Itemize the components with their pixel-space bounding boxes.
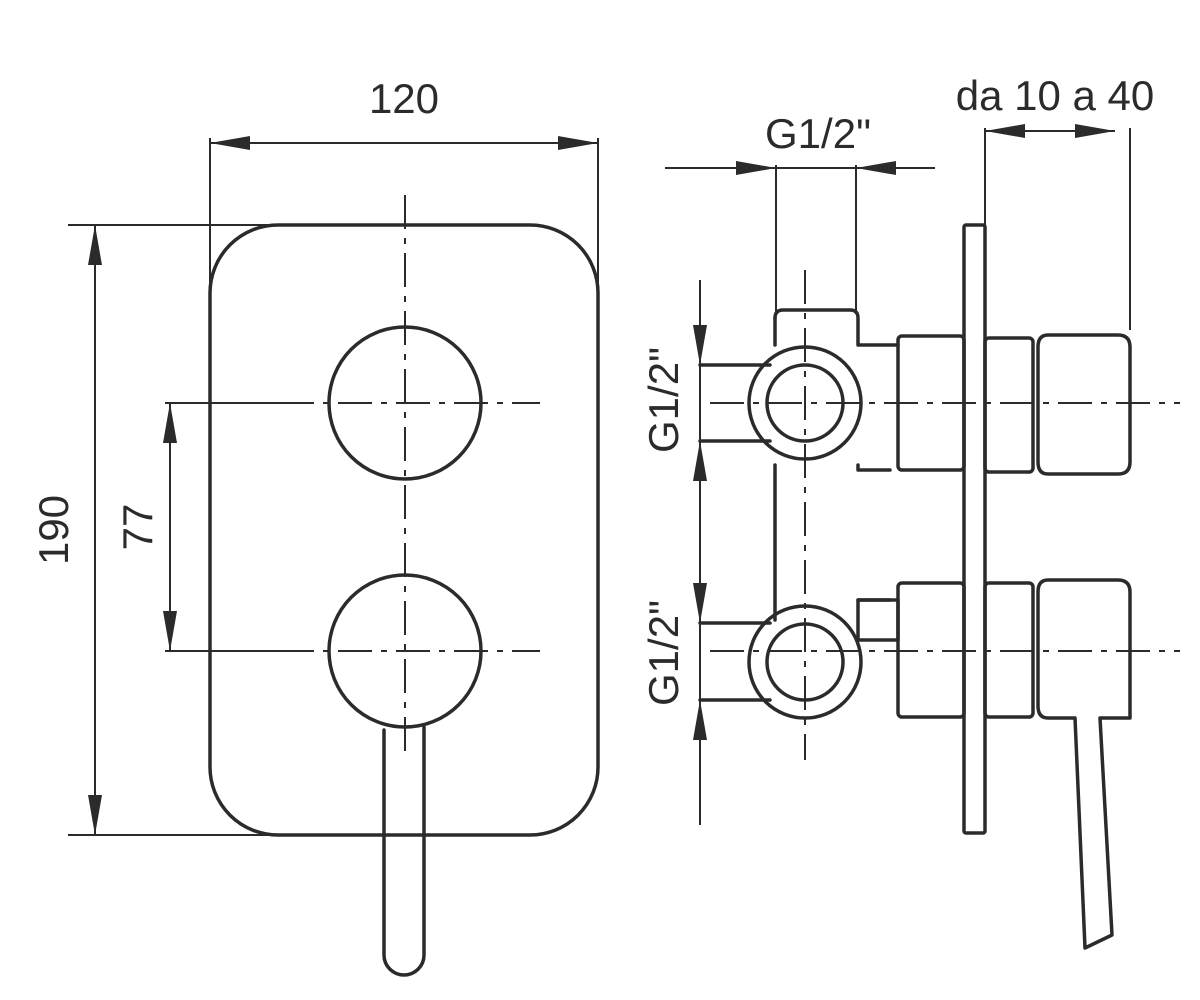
spacing-dimension: 77 — [114, 402, 280, 652]
front-view: 120 190 77 — [30, 75, 600, 977]
height-label: 190 — [30, 495, 77, 565]
lever-handle — [382, 725, 426, 977]
valve-body — [773, 308, 900, 622]
lower-thread-dimension: G1/2" — [640, 535, 707, 825]
spacing-label: 77 — [114, 504, 161, 551]
upper-thread-label: G1/2" — [640, 347, 687, 453]
lower-inlet-fitting — [698, 604, 863, 720]
adjust-range-dimension: da 10 a 40 — [956, 72, 1155, 330]
adjust-range-label: da 10 a 40 — [956, 72, 1155, 119]
lower-lever-side — [1036, 578, 1132, 950]
upper-knob-side — [1036, 333, 1132, 476]
top-thread-label: G1/2" — [765, 110, 871, 157]
upper-thread-dimension: G1/2" — [640, 280, 707, 570]
width-label: 120 — [369, 75, 439, 122]
wall-plate-side — [962, 223, 987, 835]
lower-thread-label: G1/2" — [640, 600, 687, 706]
height-dimension: 190 — [30, 224, 285, 836]
side-view: G1/2" da 10 a 40 G1/2" G1/2" — [640, 72, 1180, 950]
top-thread-dimension: G1/2" — [665, 110, 935, 312]
width-dimension: 120 — [209, 75, 599, 290]
